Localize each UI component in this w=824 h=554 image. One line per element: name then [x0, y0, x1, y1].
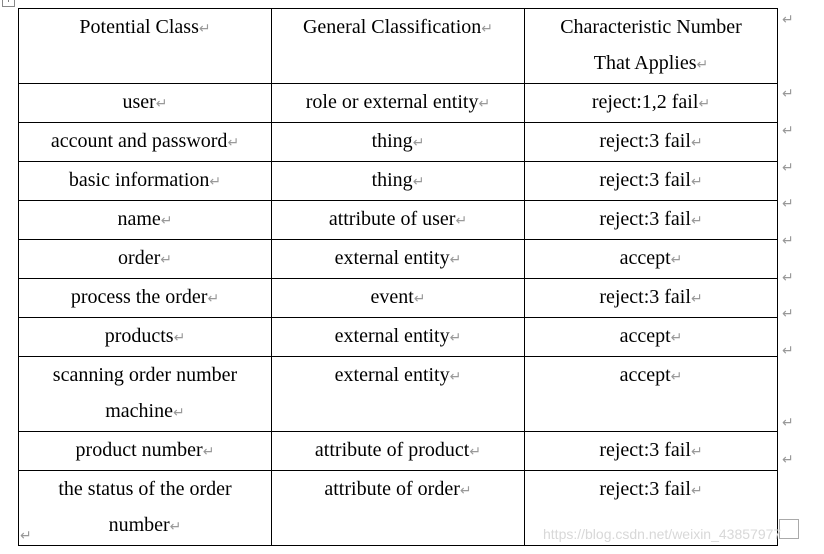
table-cell[interactable]: thing↵: [271, 161, 525, 201]
row-end-mark-icon: ↵: [782, 86, 794, 102]
table-cell[interactable]: accept↵: [524, 356, 778, 432]
table-row: process the order↵event↵reject:3 fail↵: [18, 278, 778, 318]
table-cell[interactable]: process the order↵: [18, 278, 272, 318]
row-end-mark-icon: ↵: [782, 343, 794, 359]
table-cell[interactable]: accept↵: [524, 239, 778, 279]
header-cell[interactable]: Characteristic Number That Applies↵: [524, 8, 778, 84]
table-cell[interactable]: event↵: [271, 278, 525, 318]
table-cell[interactable]: basic information↵: [18, 161, 272, 201]
paragraph-mark-icon: ↵: [20, 528, 32, 544]
classification-table: Potential Class↵ General Classification↵…: [18, 8, 778, 546]
table-row: account and password↵thing↵reject:3 fail…: [18, 122, 778, 162]
table-row: basic information↵thing↵reject:3 fail↵: [18, 161, 778, 201]
row-end-mark-icon: ↵: [782, 123, 794, 139]
table-cell[interactable]: external entity↵: [271, 239, 525, 279]
table-cell[interactable]: accept↵: [524, 317, 778, 357]
table-row: product number↵attribute of product↵reje…: [18, 431, 778, 471]
row-end-mark-icon: ↵: [782, 233, 794, 249]
table-row: name↵attribute of user↵reject:3 fail↵: [18, 200, 778, 240]
row-end-mark-icon: ↵: [782, 452, 794, 468]
table-row: products↵external entity↵accept↵: [18, 317, 778, 357]
table-cell[interactable]: name↵: [18, 200, 272, 240]
table-cell[interactable]: reject:3 fail↵: [524, 122, 778, 162]
row-end-mark-icon: ↵: [782, 12, 794, 28]
table-cell[interactable]: product number↵: [18, 431, 272, 471]
table-cell[interactable]: products↵: [18, 317, 272, 357]
header-cell[interactable]: Potential Class↵: [18, 8, 272, 84]
table-resize-handle[interactable]: [779, 519, 799, 539]
table-cell[interactable]: reject:3 fail↵: [524, 161, 778, 201]
table-cell[interactable]: order↵: [18, 239, 272, 279]
table-cell[interactable]: scanning order number machine↵: [18, 356, 272, 432]
table-cell[interactable]: external entity↵: [271, 356, 525, 432]
row-end-mark-icon: ↵: [782, 196, 794, 212]
table-cell[interactable]: user↵: [18, 83, 272, 123]
table-cell[interactable]: the status of the order number↵: [18, 470, 272, 546]
watermark: https://blog.csdn.net/weixin_43857977: [543, 526, 782, 542]
table-cell[interactable]: reject:3 fail↵: [524, 278, 778, 318]
table-move-handle-icon[interactable]: +: [2, 0, 15, 7]
table-cell[interactable]: role or external entity↵: [271, 83, 525, 123]
row-end-mark-icon: ↵: [782, 415, 794, 431]
table-row: scanning order number machine↵external e…: [18, 356, 778, 432]
table-cell[interactable]: attribute of product↵: [271, 431, 525, 471]
table-cell[interactable]: reject:3 fail↵: [524, 470, 778, 546]
table-cell[interactable]: account and password↵: [18, 122, 272, 162]
row-end-mark-icon: ↵: [782, 160, 794, 176]
header-row: Potential Class↵ General Classification↵…: [18, 8, 778, 84]
table-cell[interactable]: attribute of user↵: [271, 200, 525, 240]
table-row: user↵role or external entity↵reject:1,2 …: [18, 83, 778, 123]
row-end-mark-icon: ↵: [782, 306, 794, 322]
table-cell[interactable]: external entity↵: [271, 317, 525, 357]
table-cell[interactable]: reject:1,2 fail↵: [524, 83, 778, 123]
table-cell[interactable]: reject:3 fail↵: [524, 431, 778, 471]
table-cell[interactable]: attribute of order↵: [271, 470, 525, 546]
row-end-mark-icon: ↵: [782, 270, 794, 286]
table-row: order↵external entity↵accept↵: [18, 239, 778, 279]
header-cell[interactable]: General Classification↵: [271, 8, 525, 84]
table-cell[interactable]: thing↵: [271, 122, 525, 162]
table-row: the status of the order number↵attribute…: [18, 470, 778, 546]
table-cell[interactable]: reject:3 fail↵: [524, 200, 778, 240]
